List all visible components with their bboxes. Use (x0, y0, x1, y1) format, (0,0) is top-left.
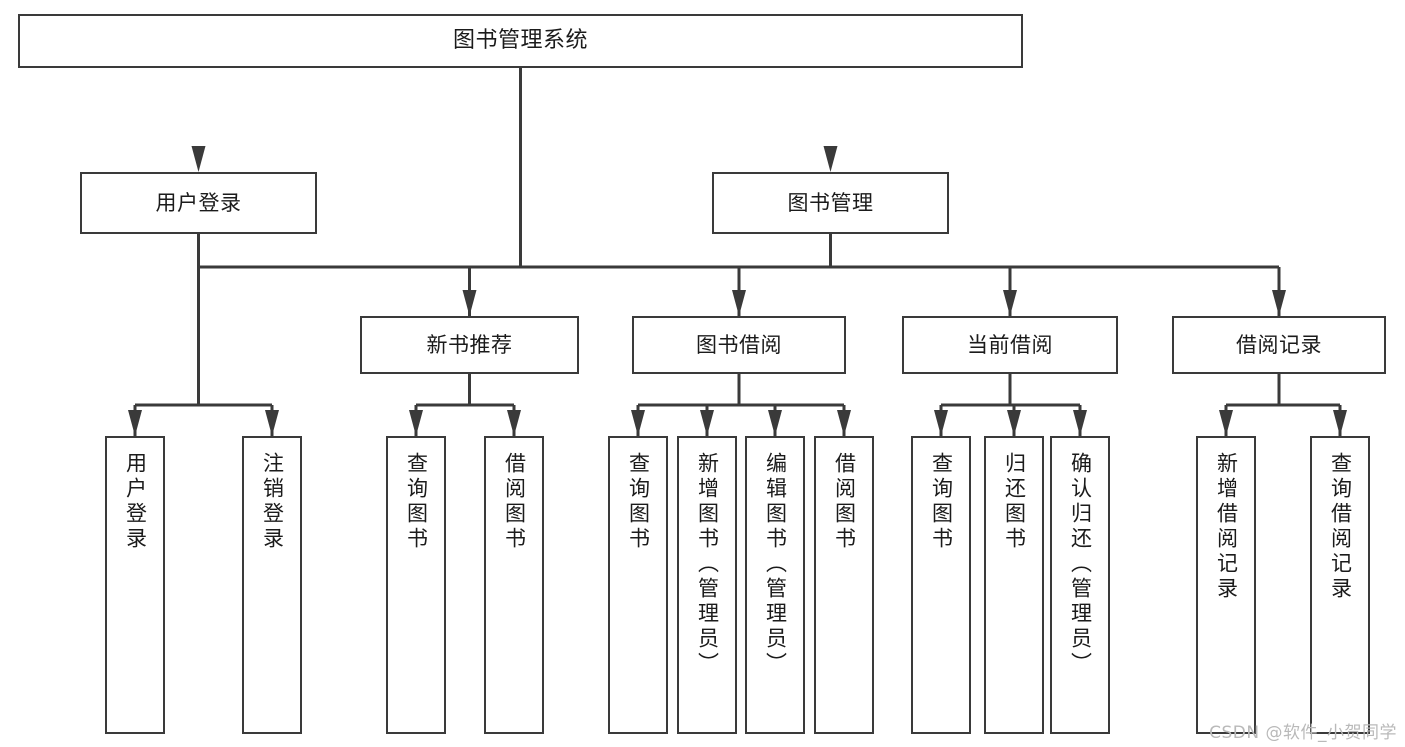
node-leaf_3[interactable]: 查询图书 (386, 436, 446, 734)
node-label: 查询借阅记录 (1328, 452, 1353, 602)
node-label: 图书管理 (787, 190, 874, 215)
node-records[interactable]: 借阅记录 (1172, 316, 1386, 374)
node-label: 归还图书 (1002, 452, 1027, 552)
node-leaf_6[interactable]: 新增图书（管理员） (677, 436, 737, 734)
node-leaf_7[interactable]: 编辑图书（管理员） (745, 436, 805, 734)
node-book_mgmt[interactable]: 图书管理 (712, 172, 949, 234)
node-leaf_11[interactable]: 确认归还（管理员） (1050, 436, 1110, 734)
node-root[interactable]: 图书管理系统 (18, 14, 1023, 68)
node-label: 编辑图书（管理员） (763, 452, 788, 677)
watermark: CSDN @软件_小贺同学 (1209, 723, 1397, 743)
node-leaf_2[interactable]: 注销登录 (242, 436, 302, 734)
node-label: 用户登录 (123, 452, 148, 552)
node-leaf_10[interactable]: 归还图书 (984, 436, 1044, 734)
node-leaf_1[interactable]: 用户登录 (105, 436, 165, 734)
node-label: 借阅记录 (1236, 332, 1322, 357)
node-label: 查询图书 (626, 452, 651, 552)
node-label: 确认归还（管理员） (1068, 452, 1093, 677)
node-current[interactable]: 当前借阅 (902, 316, 1118, 374)
node-label: 新书推荐 (426, 332, 513, 357)
node-label: 图书管理系统 (452, 28, 588, 54)
node-label: 查询图书 (929, 452, 954, 552)
node-leaf_9[interactable]: 查询图书 (911, 436, 971, 734)
node-leaf_5[interactable]: 查询图书 (608, 436, 668, 734)
node-label: 注销登录 (260, 452, 285, 552)
node-label: 图书借阅 (696, 332, 782, 357)
node-new_books[interactable]: 新书推荐 (360, 316, 579, 374)
node-leaf_8[interactable]: 借阅图书 (814, 436, 874, 734)
node-label: 借阅图书 (502, 452, 527, 552)
node-label: 新增图书（管理员） (695, 452, 720, 677)
node-label: 用户登录 (155, 190, 242, 215)
node-label: 新增借阅记录 (1214, 452, 1239, 602)
node-user_login[interactable]: 用户登录 (80, 172, 317, 234)
node-label: 借阅图书 (832, 452, 857, 552)
node-borrow[interactable]: 图书借阅 (632, 316, 846, 374)
node-label: 查询图书 (404, 452, 429, 552)
node-leaf_13[interactable]: 查询借阅记录 (1310, 436, 1370, 734)
node-leaf_4[interactable]: 借阅图书 (484, 436, 544, 734)
node-label: 当前借阅 (967, 332, 1053, 357)
node-leaf_12[interactable]: 新增借阅记录 (1196, 436, 1256, 734)
